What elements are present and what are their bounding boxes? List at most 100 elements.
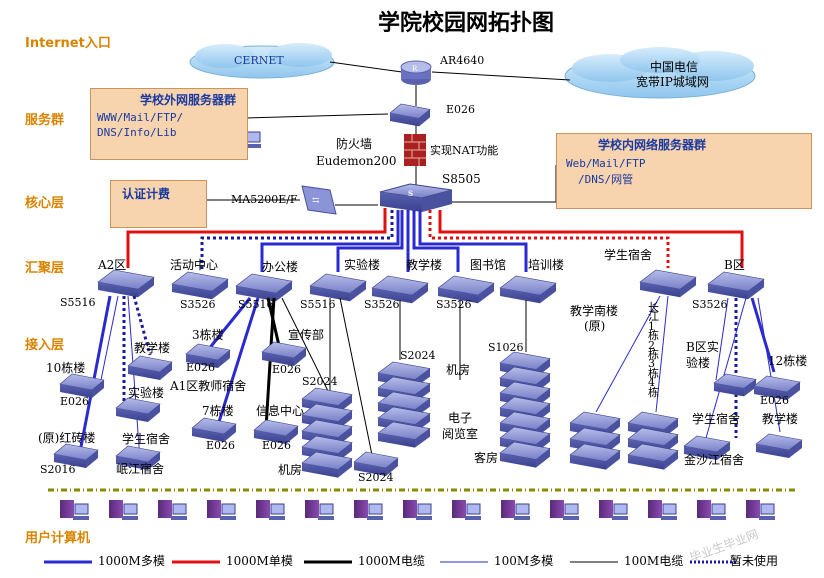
acc-s2024-c: S2024	[400, 349, 436, 362]
access-stack-library	[499, 351, 551, 468]
auth-device-icon: ⇆	[301, 185, 337, 215]
access-switch-b-lab	[713, 373, 757, 397]
telecom-cloud	[564, 47, 756, 99]
user-pc	[599, 500, 628, 520]
acc-bldg3: 3栋楼	[192, 328, 224, 342]
agg-library-model: S3526	[436, 298, 472, 311]
edge-switch-label: E026	[446, 103, 476, 116]
user-pc	[403, 500, 432, 520]
access-switch-red-bldg	[53, 443, 99, 468]
changjiang-char: 4	[648, 376, 655, 390]
user-pc	[256, 500, 285, 520]
acc-e026-e: E026	[262, 439, 292, 452]
firewall-label-2: Eudemon200	[316, 154, 397, 168]
acc-b-lab-2: 验楼	[686, 356, 711, 370]
access-switch-lab	[115, 397, 161, 422]
edge-switch-icon	[389, 103, 431, 127]
changjiang-char: 1	[648, 319, 655, 333]
external-panel-line1: WWW/Mail/FTP/	[97, 111, 184, 124]
legend-label: 100M多模	[494, 554, 554, 568]
acc-publicity: 宣传部	[288, 328, 325, 342]
acc-teach-bldg: 教学楼	[134, 341, 171, 355]
acc-machine-room: 机房	[278, 463, 303, 477]
access-switch-bldg7	[191, 417, 237, 442]
access-stack-lab	[301, 387, 353, 478]
aggregation-switch	[437, 275, 495, 304]
agg-teaching-name: 教学楼	[406, 258, 443, 272]
access-switch-minjiang	[115, 445, 161, 470]
agg-office-model: S5516	[238, 298, 274, 311]
telecom-label-1: 中国电信	[650, 60, 699, 74]
user-pc	[60, 500, 89, 520]
agg-lab-model: S5516	[300, 298, 336, 311]
user-pc	[746, 500, 775, 520]
legend-label: 100M电缆	[624, 554, 684, 568]
core-uplinks	[126, 208, 744, 272]
changjiang-char: 栋	[648, 366, 659, 380]
core-switch-label: S8505	[442, 172, 481, 186]
agg-training-name: 培训楼	[528, 258, 565, 272]
page-title: 学院校园网拓扑图	[378, 10, 555, 36]
agg-lab-name: 实验楼	[344, 258, 381, 272]
user-pc	[697, 500, 726, 520]
legend-label: 1000M多模	[98, 554, 165, 568]
acc-bldg12: 12栋楼	[768, 354, 808, 368]
changjiang-char: 栋	[648, 329, 659, 343]
legend-label: 1000M单模	[226, 554, 293, 568]
auth-billing-panel	[110, 180, 207, 228]
access-switch-bldg10	[59, 373, 105, 398]
legend-label: 1000M电缆	[358, 554, 425, 568]
user-pc	[207, 500, 236, 520]
access-stack-old-teaching	[569, 411, 621, 470]
external-server-panel	[90, 88, 248, 160]
acc-e026-f: E026	[760, 394, 790, 407]
access-stack-library-unit	[499, 441, 551, 468]
agg-library-name: 图书馆	[470, 258, 507, 272]
layer-label-internet: Internet入口	[25, 36, 111, 51]
acc-a1-dorm: A1区教师宿舍	[170, 379, 247, 393]
agg-dorm-name: 学生宿舍	[604, 248, 653, 262]
acc-s2024-b: S2024	[358, 471, 394, 484]
acc-e026-a: E026	[186, 361, 216, 374]
external-panel-line2: DNS/Info/Lib	[97, 126, 177, 139]
auth-device-label: MA5200E/F	[231, 193, 298, 206]
user-pc	[109, 500, 138, 520]
acc-computer-room: 机房	[446, 363, 471, 377]
agg-activity-model: S3526	[180, 298, 216, 311]
user-pc	[305, 500, 334, 520]
layer-label-core: 核心层	[25, 196, 65, 211]
changjiang-char: 江	[648, 310, 659, 324]
auth-panel-title: 认证计费	[122, 187, 171, 201]
internal-panel-title: 学校内网络服务器群	[598, 138, 707, 152]
acc-s1026: S1026	[488, 341, 524, 354]
router-icon: R	[400, 60, 432, 85]
legend-label: 暂未使用	[730, 554, 779, 568]
access-switches	[53, 341, 803, 478]
acc-s2024-a: S2024	[302, 375, 338, 388]
external-panel-title: 学校外网服务器群	[140, 93, 237, 107]
agg-teaching-model: S3526	[364, 298, 400, 311]
access-switch-teach-b	[755, 433, 803, 458]
agg-b-name: B区	[724, 258, 745, 272]
aggregation-switch	[639, 269, 697, 298]
internal-panel-line2: /DNS/网管	[578, 173, 634, 186]
acc-e-reading-2: 阅览室	[442, 427, 479, 441]
acc-old-teaching-1: 教学南楼	[570, 304, 619, 318]
changjiang-char: 2	[648, 338, 655, 352]
changjiang-char: 栋	[648, 385, 659, 399]
agg-b-model: S3526	[692, 298, 728, 311]
acc-s2016: S2016	[40, 463, 76, 476]
aggregation-switch	[499, 275, 557, 304]
acc-dorm-student: 学生宿舍	[122, 432, 171, 446]
acc-e026-b: E026	[60, 395, 90, 408]
access-stack-changjiang-unit	[627, 443, 679, 470]
acc-b-lab-1: B区实	[686, 340, 719, 354]
user-pc	[452, 500, 481, 520]
changjiang-char: 长	[648, 301, 659, 314]
acc-red-bldg: (原)红砖楼	[38, 431, 96, 445]
aggregation-switch	[235, 273, 293, 302]
changjiang-char: 栋	[648, 348, 659, 361]
access-switch-publicity	[261, 341, 307, 366]
